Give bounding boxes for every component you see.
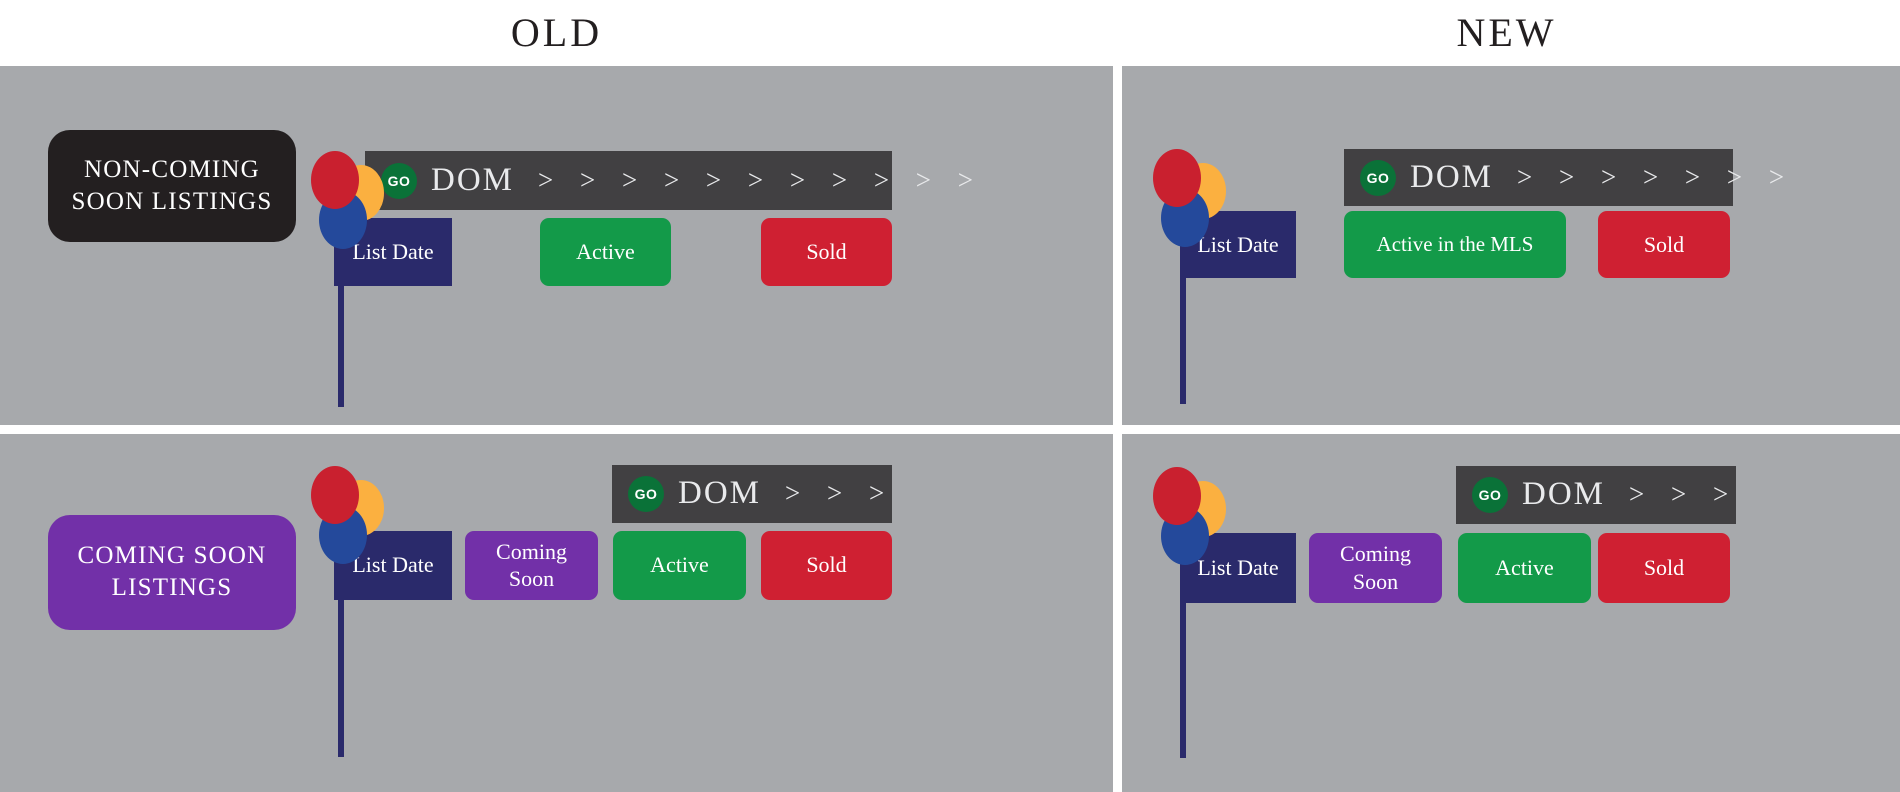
marker-pole bbox=[1180, 514, 1186, 758]
go-badge-icon: GO bbox=[1360, 159, 1396, 196]
header-cell-old: OLD bbox=[0, 0, 1113, 66]
go-badge-icon: GO bbox=[381, 162, 417, 199]
listing-marker bbox=[1142, 466, 1232, 758]
dom-bar-old-non-coming-soon: GO DOM > > > > > > > > > > > bbox=[365, 151, 973, 210]
panel-new-coming-soon: GO DOM > > > List Date Coming Soon Activ… bbox=[1122, 433, 1900, 792]
chip-coming-soon: Coming Soon bbox=[1309, 532, 1442, 603]
listing-marker bbox=[300, 151, 390, 407]
page-title-new: NEW bbox=[1456, 10, 1557, 55]
header-row: OLD NEW bbox=[0, 0, 1900, 66]
dom-arrows: > > > bbox=[785, 478, 895, 508]
panel-old-non-coming-soon: NON-COMING SOON LISTINGS GO DOM > > > > … bbox=[0, 66, 1113, 425]
panel-old-coming-soon: COMING SOON LISTINGS GO DOM > > > List D… bbox=[0, 433, 1113, 792]
chip-sold: Sold bbox=[1598, 211, 1730, 278]
dom-label: DOM bbox=[1410, 159, 1494, 195]
dom-label: DOM bbox=[1522, 476, 1606, 512]
category-pill-coming-soon: COMING SOON LISTINGS bbox=[48, 514, 296, 630]
grid-row-coming-soon: COMING SOON LISTINGS GO DOM > > > List D… bbox=[0, 433, 1900, 792]
grid-row-non-coming-soon: NON-COMING SOON LISTINGS GO DOM > > > > … bbox=[0, 66, 1900, 425]
chip-sold: Sold bbox=[761, 218, 892, 286]
dom-label: DOM bbox=[431, 162, 515, 198]
header-cell-new: NEW bbox=[1113, 0, 1900, 66]
chip-sold: Sold bbox=[1598, 532, 1730, 603]
balloon-red-icon bbox=[1153, 466, 1201, 525]
balloon-red-icon bbox=[311, 465, 359, 524]
chip-list-date: List Date bbox=[334, 218, 452, 286]
page-title-old: OLD bbox=[510, 10, 603, 55]
marker-pole bbox=[1180, 197, 1186, 404]
listing-marker bbox=[1142, 149, 1232, 404]
dom-bar-old-coming-soon: GO DOM > > > bbox=[612, 464, 895, 523]
panel-grid: NON-COMING SOON LISTINGS GO DOM > > > > … bbox=[0, 66, 1900, 792]
listing-marker bbox=[300, 465, 390, 757]
chip-active: Active bbox=[613, 530, 746, 600]
chip-active-in-the-mls: Active in the MLS bbox=[1344, 211, 1566, 278]
dom-bar-new-coming-soon: GO DOM > > > bbox=[1456, 465, 1739, 524]
chip-active: Active bbox=[1458, 532, 1591, 603]
chip-sold: Sold bbox=[761, 530, 892, 600]
dom-bar-new-non-coming-soon: GO DOM > > > > > > > bbox=[1344, 149, 1784, 206]
chip-coming-soon: Coming Soon bbox=[465, 530, 598, 600]
dom-label: DOM bbox=[678, 475, 762, 511]
dom-arrows: > > > > > > > > > > > bbox=[538, 165, 984, 195]
marker-pole bbox=[338, 513, 344, 757]
go-badge-icon: GO bbox=[1472, 476, 1508, 513]
dom-arrows: > > > bbox=[1629, 479, 1739, 509]
go-badge-icon: GO bbox=[628, 475, 664, 512]
panel-new-non-coming-soon: GO DOM > > > > > > > List Date Active in… bbox=[1122, 66, 1900, 425]
category-pill-non-coming-soon: NON-COMING SOON LISTINGS bbox=[48, 130, 296, 242]
chip-active: Active bbox=[540, 218, 671, 286]
balloon-red-icon bbox=[311, 151, 359, 209]
marker-pole bbox=[338, 199, 344, 407]
balloon-red-icon bbox=[1153, 149, 1201, 207]
dom-arrows: > > > > > > > bbox=[1517, 162, 1795, 192]
